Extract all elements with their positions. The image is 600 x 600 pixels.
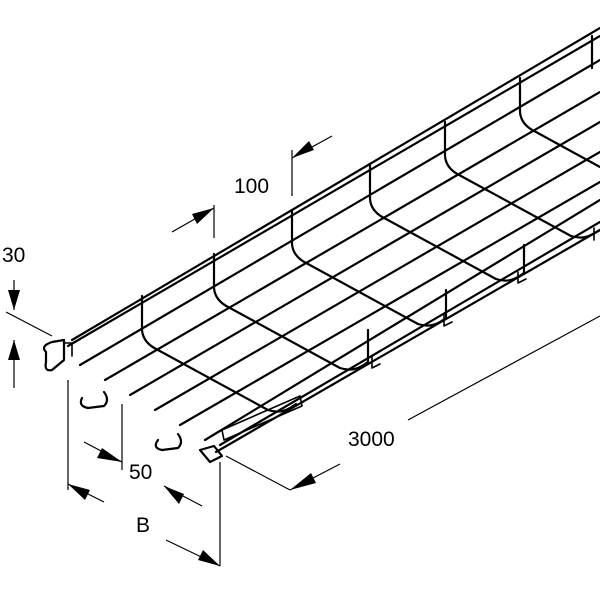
hook [443, 314, 453, 327]
hook [371, 356, 381, 369]
front-end-clip [198, 444, 224, 464]
arrow-head [192, 208, 214, 224]
mesh-spacing-label: 100 [234, 175, 269, 198]
height-label: 30 [2, 244, 25, 267]
bottom-wire-3 [128, 120, 600, 397]
left-end-clip [42, 338, 66, 372]
bottom-clip-2 [154, 432, 183, 452]
front-end-plate [221, 395, 303, 441]
bottom-clip-1 [79, 390, 109, 410]
arrow-head [198, 550, 220, 566]
arrow-head [68, 484, 90, 500]
rear-top-rail [70, 26, 600, 342]
dimensions: 100 30 50 B [2, 135, 600, 567]
u-wire [212, 252, 370, 371]
u-wire [443, 120, 600, 239]
end-connectors [42, 338, 303, 464]
bottom-wire-4 [153, 150, 600, 412]
arrow-head [164, 486, 184, 504]
arrow-head [97, 448, 122, 462]
u-wire [290, 208, 448, 327]
arrow-head [290, 473, 316, 490]
bottom-wire-5 [178, 180, 600, 427]
u-wire [368, 163, 526, 282]
underside-hooks [371, 227, 595, 369]
dim-mesh-spacing: 100 [171, 135, 333, 238]
arrow-head [8, 290, 20, 310]
bottom-wire-2 [103, 90, 600, 382]
bottom-wire-6 [203, 198, 600, 442]
dimension-line [407, 315, 600, 421]
extension-line [5, 311, 53, 337]
rear-top-rail-inner [66, 34, 600, 348]
dim-bottom-spacing: 50 [83, 404, 203, 507]
u-wire [140, 294, 298, 413]
extension-line [225, 455, 291, 491]
wire-mesh-tray [42, 26, 600, 464]
dim-width: B [67, 380, 221, 567]
front-top-rail [218, 220, 600, 447]
arrow-head [8, 340, 20, 360]
dim-height: 30 [2, 244, 53, 388]
arrow-head [292, 141, 314, 158]
hook [517, 271, 527, 284]
bottom-spacing-label: 50 [129, 461, 152, 484]
length-label: 3000 [348, 428, 395, 451]
width-label: B [136, 514, 150, 537]
left-end-lug [63, 342, 73, 357]
u-wire [518, 76, 600, 169]
transverse-u-wires [140, 34, 600, 413]
bottom-wire-1 [78, 58, 600, 367]
dim-length: 3000 [225, 315, 600, 491]
